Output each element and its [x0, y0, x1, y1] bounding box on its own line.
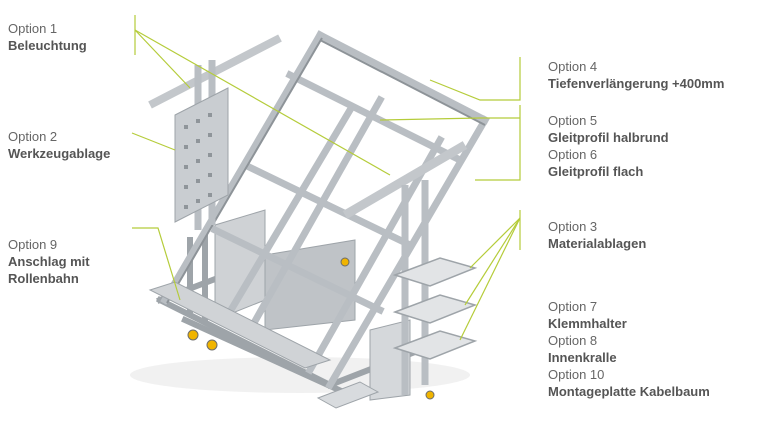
leader-opt1-a — [134, 29, 191, 89]
option-6-title: Gleitprofil flach — [548, 164, 644, 179]
leader-opt56 — [475, 105, 521, 181]
option-6-number: Option 6 — [548, 147, 598, 162]
option-9-title: Anschlag mit Rollenbahn — [8, 254, 90, 286]
label-option-2: Option 2 Werkzeugablage — [8, 128, 110, 162]
label-option-9: Option 9 Anschlag mit Rollenbahn — [8, 236, 138, 287]
casters — [187, 257, 435, 400]
leader-lines — [131, 15, 521, 341]
leader-opt2 — [131, 132, 176, 151]
cabinet-panels — [214, 209, 411, 401]
option-1-title: Beleuchtung — [8, 38, 87, 53]
tool-panel — [174, 87, 229, 223]
label-option-1: Option 1 Beleuchtung — [8, 20, 87, 54]
option-5-title: Gleitprofil halbrund — [548, 130, 669, 145]
leader-opt9 — [132, 227, 181, 301]
option-2-number: Option 2 — [8, 129, 58, 144]
tilted-frame-shade — [166, 37, 486, 304]
roller-stop — [148, 281, 380, 409]
option-2-title: Werkzeugablage — [8, 146, 111, 161]
option-9-number: Option 9 — [8, 237, 58, 252]
option-3-number: Option 3 — [548, 219, 598, 234]
option-10-title: Montageplatte Kabelbaum — [548, 384, 710, 399]
option-1-number: Option 1 — [8, 21, 58, 36]
label-option-5-6: Option 5 Gleitprofil halbrund Option 6 G… — [548, 112, 669, 180]
option-3-title: Materialablagen — [548, 236, 647, 251]
leader-opt56-b — [379, 117, 481, 121]
option-7-title: Klemmhalter — [548, 316, 627, 331]
label-option-4: Option 4 Tiefenverlängerung +400mm — [548, 58, 724, 92]
leader-opt3-a — [469, 217, 521, 269]
option-4-number: Option 4 — [548, 59, 598, 74]
material-trays — [392, 257, 478, 360]
option-8-number: Option 8 — [548, 333, 598, 348]
leader-opt3-c — [459, 217, 521, 341]
leader-opt3-b — [464, 217, 521, 306]
option-10-number: Option 10 — [548, 367, 605, 382]
label-option-7-8-10: Option 7 Klemmhalter Option 8 Innenkrall… — [548, 298, 710, 400]
option-5-number: Option 5 — [548, 113, 598, 128]
option-4-title: Tiefenverlängerung +400mm — [548, 76, 725, 91]
option-8-title: Innenkralle — [548, 350, 617, 365]
leader-opt1-b — [134, 29, 391, 176]
leader-opt4 — [429, 57, 521, 101]
option-7-number: Option 7 — [548, 299, 598, 314]
label-option-3: Option 3 Materialablagen — [548, 218, 646, 252]
